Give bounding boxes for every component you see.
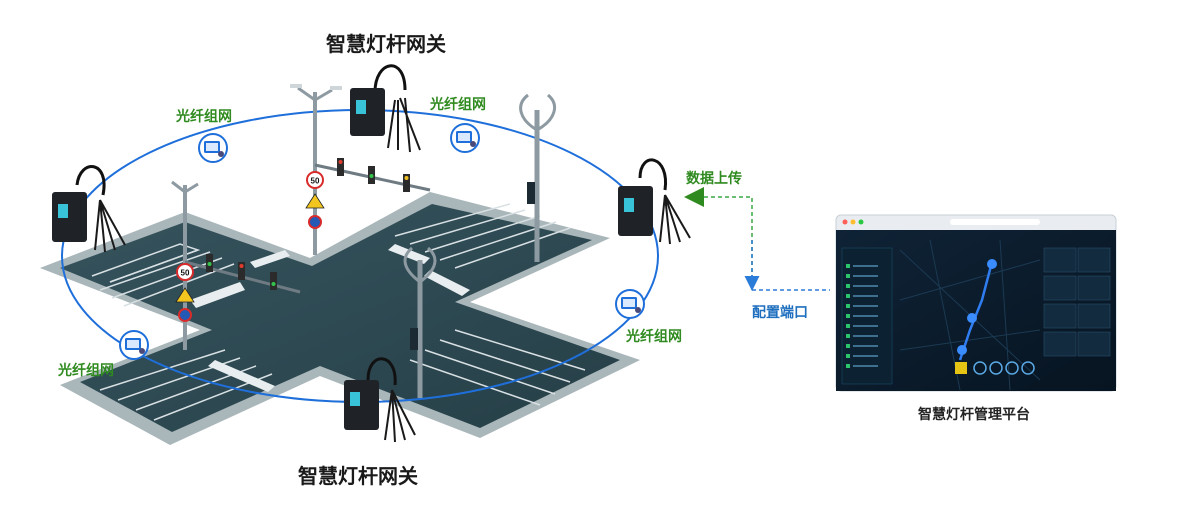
gateway-device-icon [350,64,421,153]
fiber-label-upper-right: 光纤组网 [430,97,486,113]
street-lamp-icon [519,93,557,262]
fiber-label-upper-left: 光纤组网 [176,109,232,125]
fiber-node-icon [198,133,228,163]
speed-limit-sign: 50 [175,263,195,322]
fiber-label-lower-left: 光纤组网 [58,363,114,379]
gateway-device-icon [52,165,126,253]
intersection [40,192,640,445]
speed-limit-sign: 50 [305,171,325,229]
upload-link [690,196,753,290]
parking-lines-lower-right [409,329,586,406]
upload-label: 数据上传 [686,171,742,187]
speed-limit-value: 50 [181,269,190,278]
road-surface [60,204,620,432]
speed-limit-value: 50 [311,177,320,186]
platform-toolbar [955,361,1035,375]
fiber-node-icon [450,123,480,153]
street-lamp-icon [403,246,437,398]
parking-lines-upper-right [394,203,571,269]
config-label: 配置端口 [752,305,808,321]
gateway-device-icon [618,158,691,245]
fiber-node-icon [615,289,645,319]
fiber-node-icon [119,330,149,360]
gateway-label-top: 智慧灯杆网关 [326,32,446,56]
platform-label: 智慧灯杆管理平台 [918,407,1030,423]
gateway-label-bottom: 智慧灯杆网关 [298,464,418,488]
dashboard-screen-icon [835,214,1117,392]
gateway-device-icon [344,357,416,443]
fiber-label-right: 光纤组网 [626,329,682,345]
traffic-light-icon [184,254,301,294]
traffic-light-icon [314,158,431,192]
crosswalks [190,244,470,392]
